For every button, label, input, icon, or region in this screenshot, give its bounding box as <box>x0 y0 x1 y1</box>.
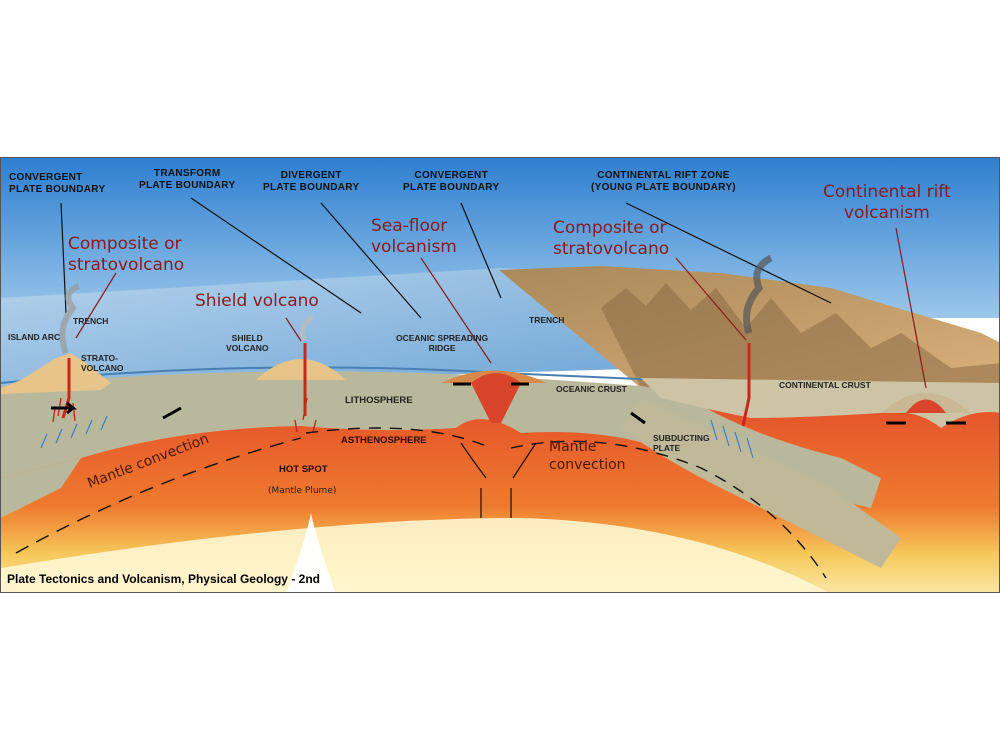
diagram-illustration <box>1 158 999 592</box>
mountains <box>601 283 999 388</box>
source-credit: Plate Tectonics and Volcanism, Physical … <box>7 572 320 586</box>
trench-right-label: TRENCH <box>529 315 565 325</box>
continental-rift-zone-label: CONTINENTAL RIFT ZONE (YOUNG PLATE BOUND… <box>591 170 736 193</box>
ocean-surface <box>1 268 661 388</box>
continental-rift-annotation: Continental rift volcanism <box>823 182 951 223</box>
continental-crust <box>641 378 999 428</box>
mantle-convection-right-label: Mantle convection <box>549 439 626 473</box>
shield-volcano-annotation: Shield volcano <box>195 291 319 311</box>
composite-volcano-right-annotation: Composite or stratovolcano <box>553 218 670 259</box>
left-slab <box>1 458 81 518</box>
island-arc-label: ISLAND ARC <box>8 332 61 342</box>
oceanic-crust-label: OCEANIC CRUST <box>556 384 627 394</box>
composite-volcano-left-annotation: Composite or stratovolcano <box>68 234 185 275</box>
oceanic-ridge-label: OCEANIC SPREADING RIDGE <box>396 333 489 353</box>
convergent-boundary-mid-label: CONVERGENT PLATE BOUNDARY <box>403 170 500 193</box>
tectonics-diagram: CONVERGENT PLATE BOUNDARY TRANSFORM PLAT… <box>0 157 1000 593</box>
sea-floor-volcanism-annotation: Sea-floor volcanism <box>371 216 457 257</box>
subducting-slab <box>621 398 901 568</box>
subducting-plate-label: SUBDUCTING PLATE <box>653 433 710 453</box>
deep-mantle-fade <box>1 518 828 592</box>
continental-crust-label: CONTINENTAL CRUST <box>779 380 871 390</box>
mantle-plume-label: (Mantle Plume) <box>268 486 337 496</box>
lithosphere-band <box>1 371 881 508</box>
shield-volcano-label: SHIELD VOLCANO <box>226 333 269 353</box>
hot-spot-label: HOT SPOT <box>279 464 328 475</box>
lithosphere-label: LITHOSPHERE <box>345 395 413 406</box>
plume-spike <box>286 513 336 592</box>
shield-volcano-shape <box>256 359 346 380</box>
strato-volcano-label: STRATO- VOLCANO <box>81 353 124 373</box>
island-arc <box>1 353 111 394</box>
transform-boundary-label: TRANSFORM PLATE BOUNDARY <box>139 168 236 191</box>
trench-left-label: TRENCH <box>73 316 109 326</box>
divergent-boundary-label: DIVERGENT PLATE BOUNDARY <box>263 170 360 193</box>
asthenosphere-label: ASTHENOSPHERE <box>341 435 427 446</box>
convergent-boundary-left-label: CONVERGENT PLATE BOUNDARY <box>9 172 106 195</box>
